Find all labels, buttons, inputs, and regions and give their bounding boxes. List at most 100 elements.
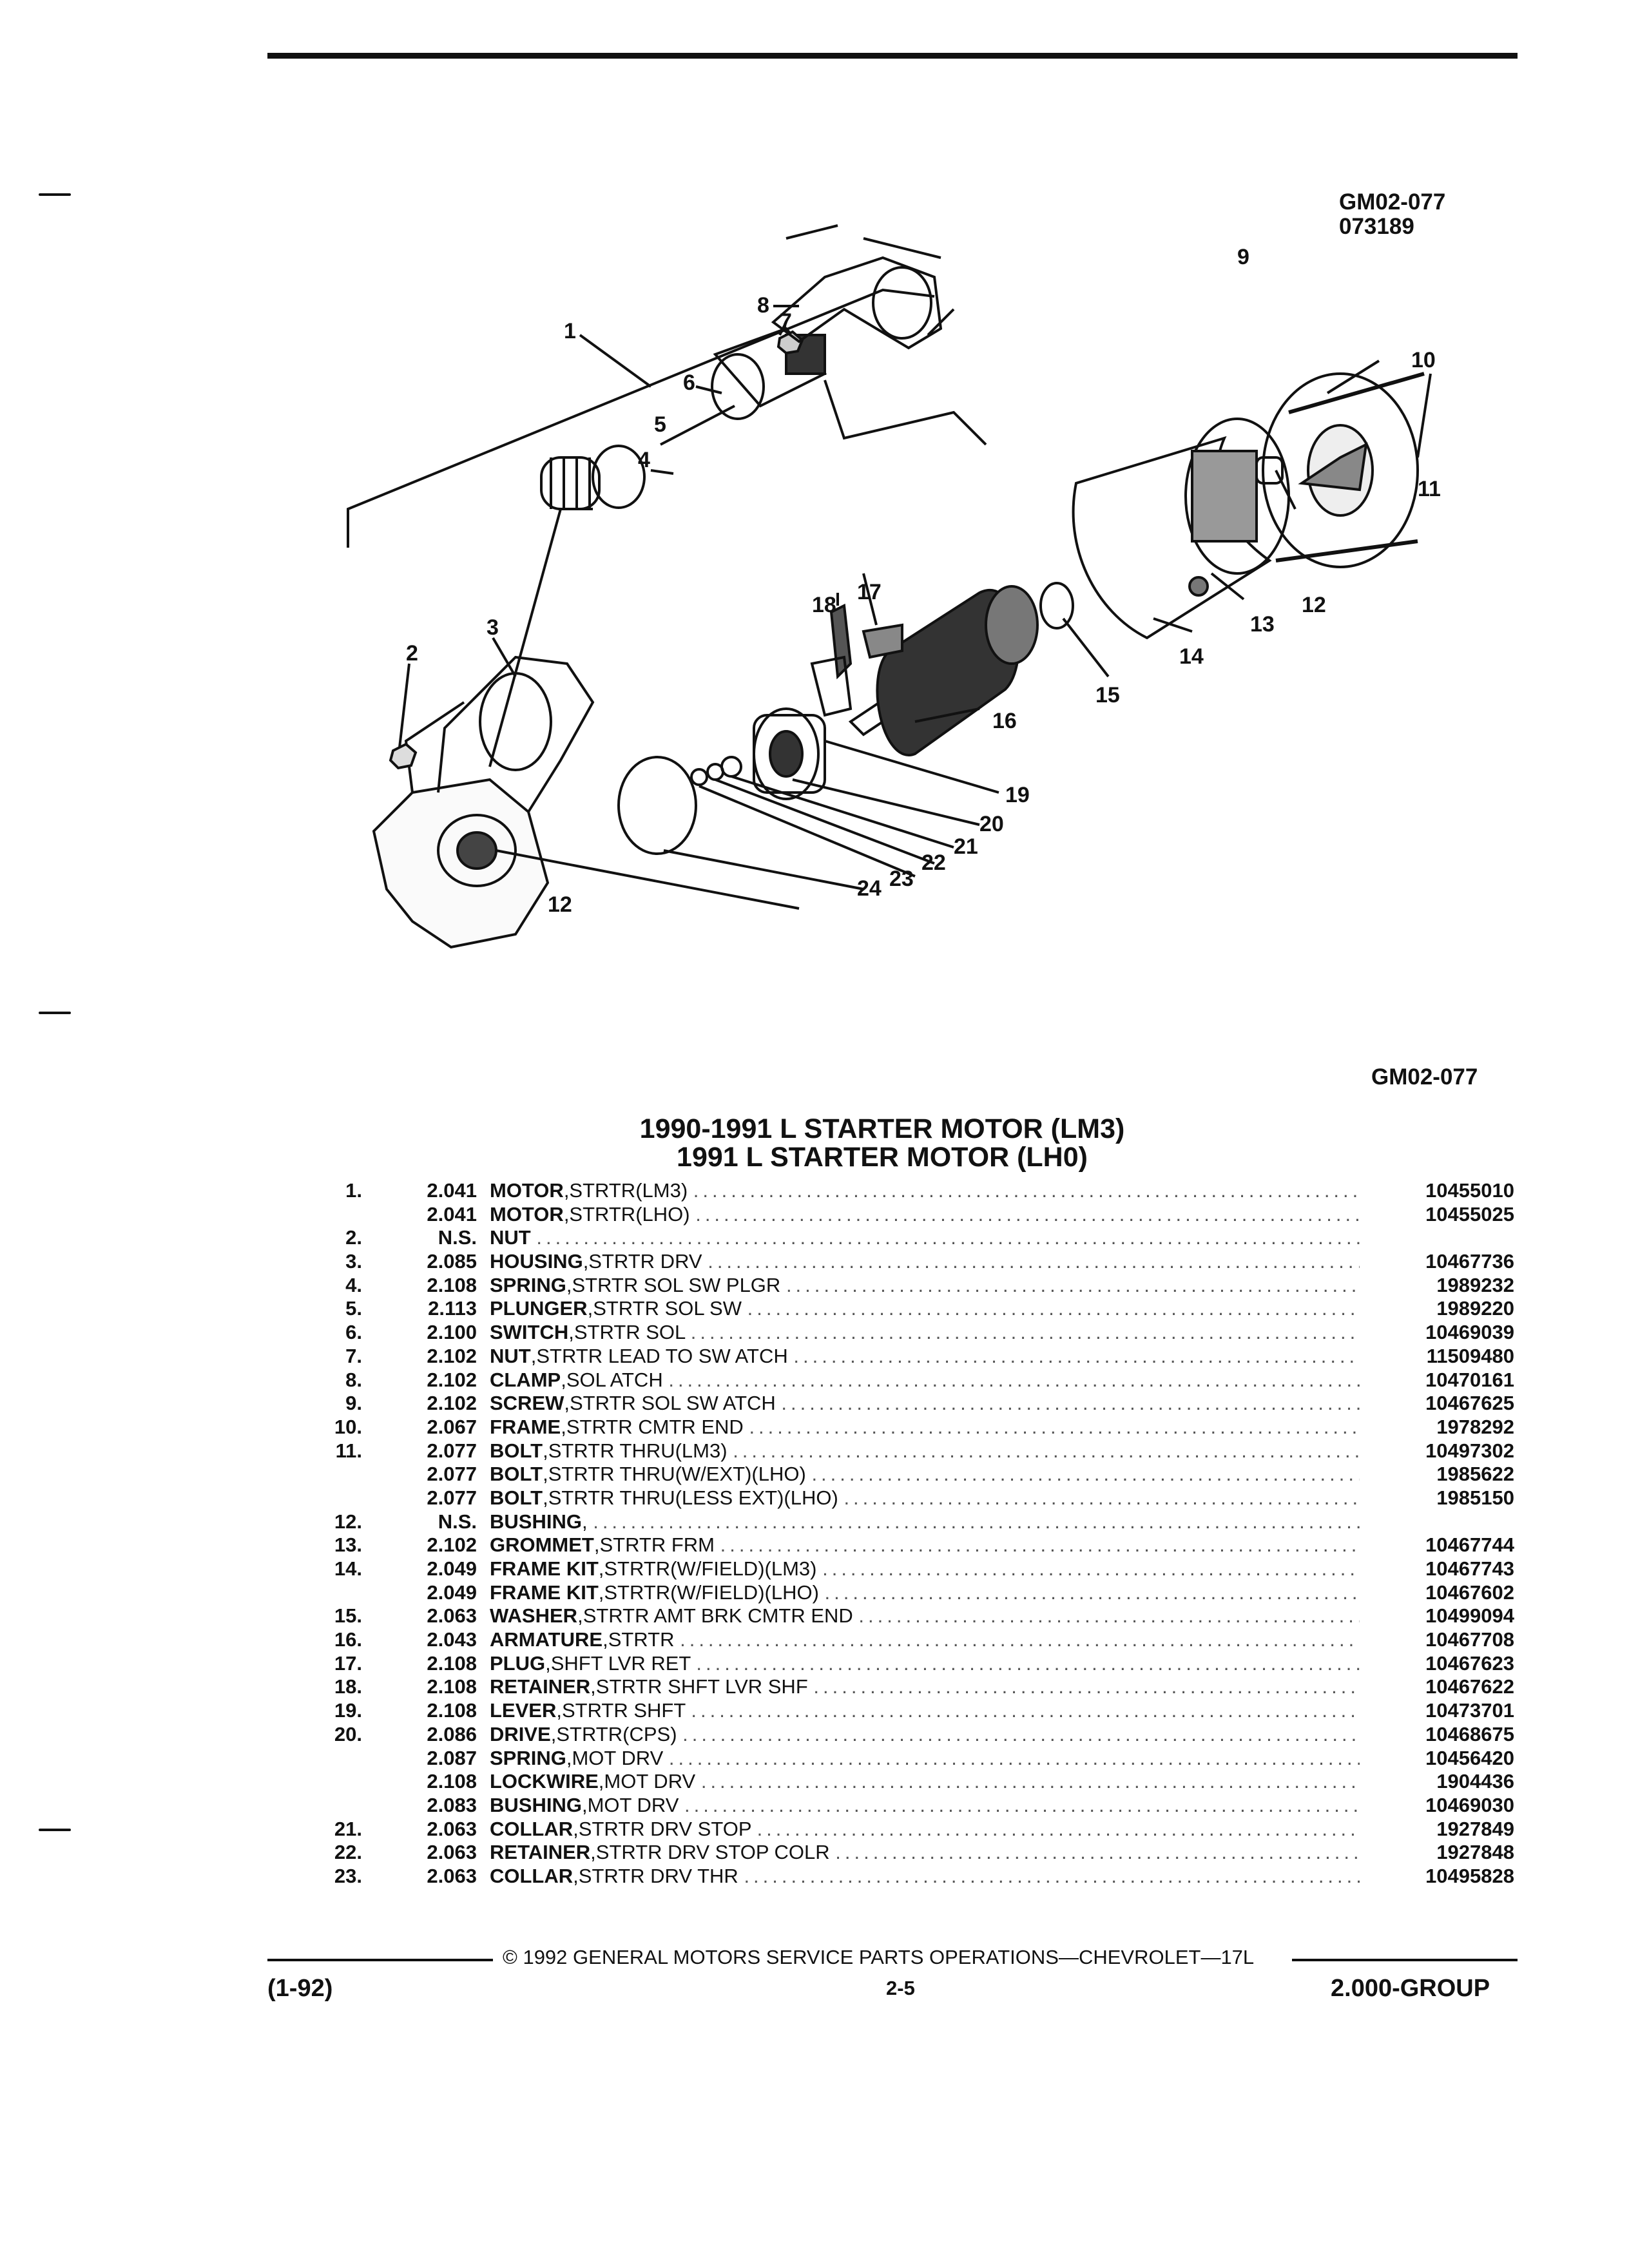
part-detail: ,MOT DRV (566, 1746, 664, 1769)
callout-label: 11 (1418, 477, 1441, 501)
part-detail: ,STRTR FRM (593, 1533, 715, 1557)
part-description: FRAME KIT,STRTR(W/FIELD)(LHO) ..........… (490, 1581, 1360, 1605)
plug-part (862, 623, 903, 659)
leader-dots: ........................................… (693, 1179, 1360, 1202)
part-description: MOTOR,STRTR(LM3) .......................… (490, 1179, 1360, 1203)
leader-dots: ........................................… (682, 1722, 1360, 1745)
part-description: COLLAR,STRTR DRV STOP ..................… (490, 1818, 1360, 1841)
solenoid-switch-part (711, 327, 827, 420)
parts-row: 12.N.S.BUSHING, ........................… (303, 1510, 1514, 1534)
part-name: LEVER (490, 1699, 557, 1722)
callout-label: 12 (1302, 593, 1326, 617)
part-name: COLLAR (490, 1817, 574, 1840)
part-detail: ,STRTR(LM3) (563, 1179, 688, 1202)
group-number: 2.108 (427, 1675, 477, 1698)
part-name: LOCKWIRE (490, 1770, 599, 1793)
callout-label: 17 (857, 580, 882, 604)
part-number: 1927849 (1436, 1817, 1514, 1840)
drive-part (753, 707, 826, 800)
item-number: 15. (334, 1604, 362, 1628)
item-number: 20. (334, 1722, 362, 1745)
leader-dots: ........................................… (811, 1463, 1360, 1486)
part-description: BOLT,STRTR THRU(LM3) ...................… (490, 1439, 1360, 1463)
part-name: NUT (490, 1226, 531, 1249)
part-name: SPRING (490, 1273, 566, 1296)
callout-label: 21 (954, 834, 978, 859)
callout-label: 1 (564, 319, 576, 343)
item-number: 5. (345, 1297, 362, 1320)
footer-rule (267, 1959, 493, 1961)
group-number: 2.108 (427, 1770, 477, 1793)
part-description: RETAINER,STRTR DRV STOP COLR ...........… (490, 1841, 1360, 1865)
thru-bolt-part (1275, 539, 1418, 562)
item-number: 13. (334, 1533, 362, 1557)
leader-dots: ........................................… (690, 1321, 1360, 1344)
plunger-part (592, 445, 646, 509)
group-number: 2.102 (427, 1344, 477, 1367)
part-description: COLLAR,STRTR DRV THR ...................… (490, 1865, 1360, 1888)
leader-dots: ........................................… (684, 1793, 1360, 1816)
part-detail: ,STRTR(CPS) (550, 1722, 677, 1745)
part-detail: ,STRTR DRV STOP (573, 1817, 751, 1840)
item-number: 17. (334, 1651, 362, 1675)
leader-dots: ........................................… (720, 1533, 1360, 1557)
part-number: 10455010 (1425, 1179, 1514, 1202)
page-number: 2-5 (886, 1977, 915, 1999)
part-number: 10495828 (1425, 1864, 1514, 1887)
leader-dots: ........................................… (696, 1651, 1360, 1675)
callout-line-solenoid (824, 380, 987, 446)
leader-dots: ........................................… (822, 1557, 1360, 1580)
group-number: 2.108 (427, 1699, 477, 1722)
part-name: RETAINER (490, 1841, 591, 1864)
figure-ref-code: GM02-077 (1339, 189, 1446, 215)
group-number: 2.077 (427, 1486, 477, 1509)
part-number: 10470161 (1425, 1368, 1514, 1391)
callout-label: 2 (406, 641, 418, 666)
callout-label: 15 (1095, 683, 1120, 707)
parts-row: 2.108 LOCKWIRE,MOT DRV ..................… (303, 1770, 1514, 1794)
field-frame-part (1072, 418, 1290, 640)
item-number: 18. (334, 1675, 362, 1698)
armature-part (848, 585, 1039, 756)
leader-dots: ........................................… (843, 1486, 1360, 1509)
leader-dots: ........................................… (708, 1250, 1360, 1273)
leader-dots: ........................................… (813, 1675, 1360, 1698)
callout-label: 3 (487, 615, 499, 640)
group-number: 2.108 (427, 1273, 477, 1296)
starter-motor-exploded-diagram: 1 2 3 4 5 6 7 8 9 10 11 12 12 13 14 15 1… (335, 213, 1508, 1018)
part-name: PLUG (490, 1651, 546, 1675)
callout-label: 19 (1005, 783, 1030, 807)
item-number: 11. (335, 1439, 362, 1462)
clamp-part (771, 256, 943, 350)
group-number: 2.085 (427, 1250, 477, 1273)
leader-dots: ........................................… (824, 1581, 1360, 1604)
item-number: 23. (334, 1864, 362, 1887)
part-name: MOTOR (490, 1202, 564, 1225)
group-number: 2.083 (427, 1793, 477, 1816)
part-number: 10468675 (1425, 1722, 1514, 1745)
part-detail: ,STRTR AMT BRK CMTR END (577, 1604, 853, 1628)
leader-dots: ........................................… (757, 1817, 1360, 1840)
callout-label: 4 (638, 448, 650, 472)
part-name: SPRING (490, 1746, 566, 1769)
item-number: 16. (334, 1628, 362, 1651)
group-number: 2.087 (427, 1746, 477, 1769)
item-number: 9. (345, 1392, 362, 1415)
group-number: 2.063 (427, 1817, 477, 1840)
part-description: LOCKWIRE,MOT DRV .......................… (490, 1770, 1360, 1794)
diagram-ref-code: GM02-077 (1371, 1064, 1478, 1090)
leader-dots: ........................................… (786, 1273, 1360, 1296)
item-number: 3. (345, 1250, 362, 1273)
top-rule (267, 53, 1518, 59)
item-number: 22. (334, 1841, 362, 1864)
part-name: ARMATURE (490, 1628, 603, 1651)
callout-label: 14 (1179, 644, 1204, 669)
screw-part (786, 224, 838, 240)
part-number: 1985150 (1436, 1486, 1514, 1509)
callout-label: 7 (780, 309, 792, 334)
